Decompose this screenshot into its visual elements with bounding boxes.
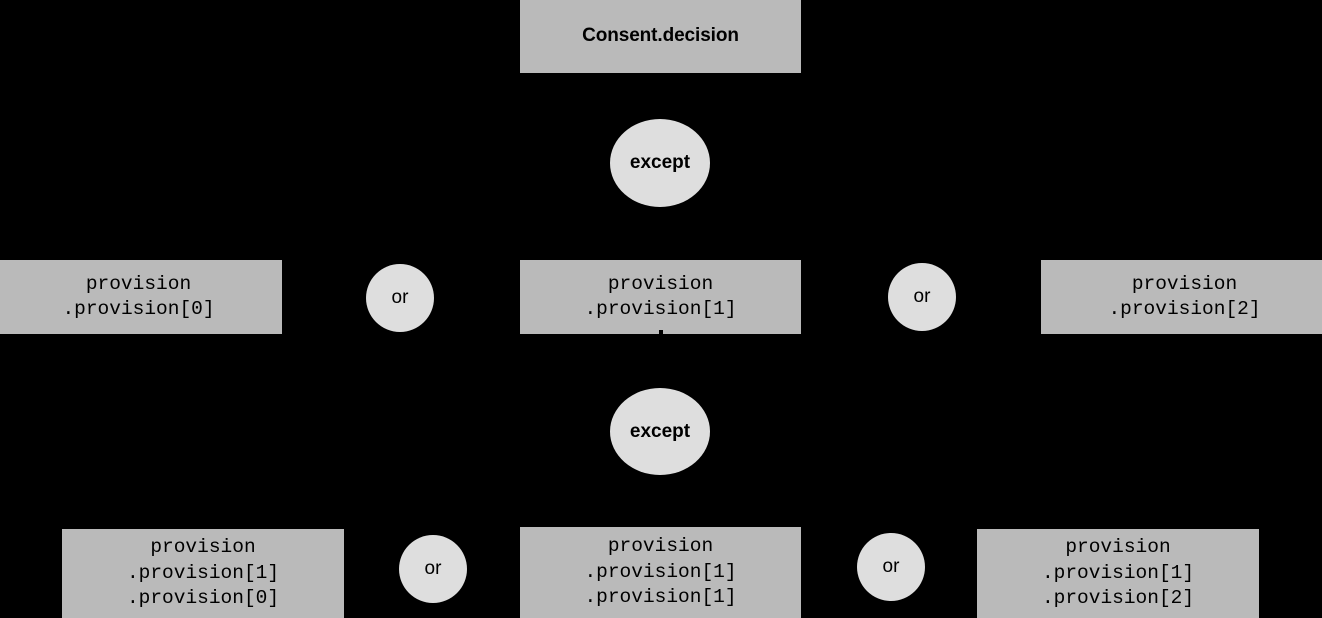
operator-or-4[interactable]: or <box>857 533 925 601</box>
operator-except-1[interactable]: except <box>610 119 710 207</box>
node-provision-0-label: provision .provision[0] <box>62 272 215 320</box>
node-provision-1-2[interactable]: provision .provision[1] .provision[2] <box>977 529 1259 618</box>
operator-or-2[interactable]: or <box>888 263 956 331</box>
operator-or-3-label: or <box>424 558 442 579</box>
operator-or-4-label: or <box>882 556 900 577</box>
node-provision-1-2-label: provision .provision[1] .provision[2] <box>1041 536 1195 610</box>
edge-stub-bottom-provision-1 <box>659 330 663 334</box>
node-provision-2-label: provision .provision[2] <box>1108 272 1261 320</box>
operator-or-1[interactable]: or <box>366 264 434 332</box>
operator-except-2[interactable]: except <box>610 388 710 475</box>
edge-stub-top-provision-1 <box>659 255 663 259</box>
node-provision-0[interactable]: provision .provision[0] <box>0 260 282 334</box>
operator-or-1-label: or <box>391 287 409 308</box>
operator-or-3[interactable]: or <box>399 535 467 603</box>
node-provision-1-0-label: provision .provision[1] .provision[0] <box>126 536 280 610</box>
node-provision-1-label: provision .provision[1] <box>584 272 737 320</box>
operator-except-1-label: except <box>629 152 691 173</box>
node-provision-1-1-label: provision .provision[1] .provision[1] <box>584 535 737 609</box>
operator-or-2-label: or <box>913 286 931 307</box>
node-provision-1-0[interactable]: provision .provision[1] .provision[0] <box>62 529 344 618</box>
node-consent-decision[interactable]: Consent.decision <box>520 0 801 73</box>
operator-except-2-label: except <box>629 420 691 442</box>
node-provision-1[interactable]: provision .provision[1] <box>520 260 801 334</box>
node-consent-decision-label: Consent.decision <box>582 25 739 47</box>
node-provision-2[interactable]: provision .provision[2] <box>1041 260 1322 334</box>
node-provision-1-1[interactable]: provision .provision[1] .provision[1] <box>520 527 801 618</box>
